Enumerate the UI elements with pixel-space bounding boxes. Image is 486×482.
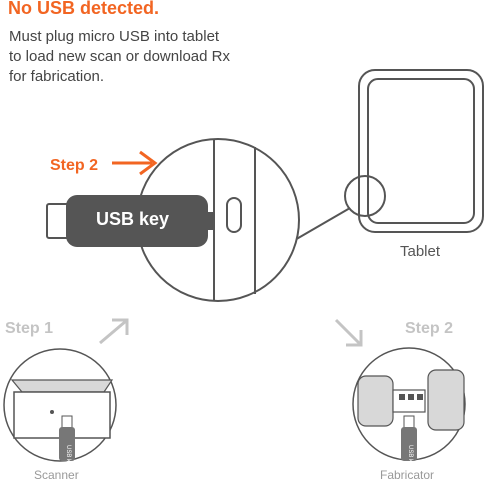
tablet-label: Tablet — [400, 243, 441, 260]
instruction-line-1: Must plug micro USB into tablet — [9, 28, 220, 45]
tablet-port-highlight — [344, 175, 386, 217]
magnified-port-view — [136, 138, 300, 302]
step-2-label-active: Step 2 — [50, 157, 99, 174]
scanner-usb-text: USB key — [65, 445, 71, 468]
scanner-icon — [3, 348, 117, 462]
instructions-text: Must plug micro USB into tablet to load … — [9, 27, 279, 87]
micro-usb-port — [226, 197, 242, 233]
step-1-label: Step 1 — [5, 320, 54, 337]
fabricator-label: Fabricator — [380, 468, 435, 482]
arrow-down-right-icon — [334, 318, 363, 347]
instruction-line-3: for fabrication. — [9, 68, 105, 85]
usb-key-icon — [46, 195, 213, 247]
fabricator-usb-text: USB key — [407, 445, 413, 468]
arrow-up-right-icon — [99, 318, 129, 345]
no-usb-title: No USB detected. — [8, 0, 160, 18]
tablet-icon — [358, 69, 484, 233]
fabricator-icon — [352, 347, 466, 461]
instruction-line-2: to load new scan or download Rx — [9, 48, 230, 65]
usb-key-label: USB key — [96, 209, 170, 229]
arrow-right-icon — [112, 150, 158, 176]
scanner-label: Scanner — [34, 468, 79, 482]
step-2-label: Step 2 — [405, 320, 454, 337]
